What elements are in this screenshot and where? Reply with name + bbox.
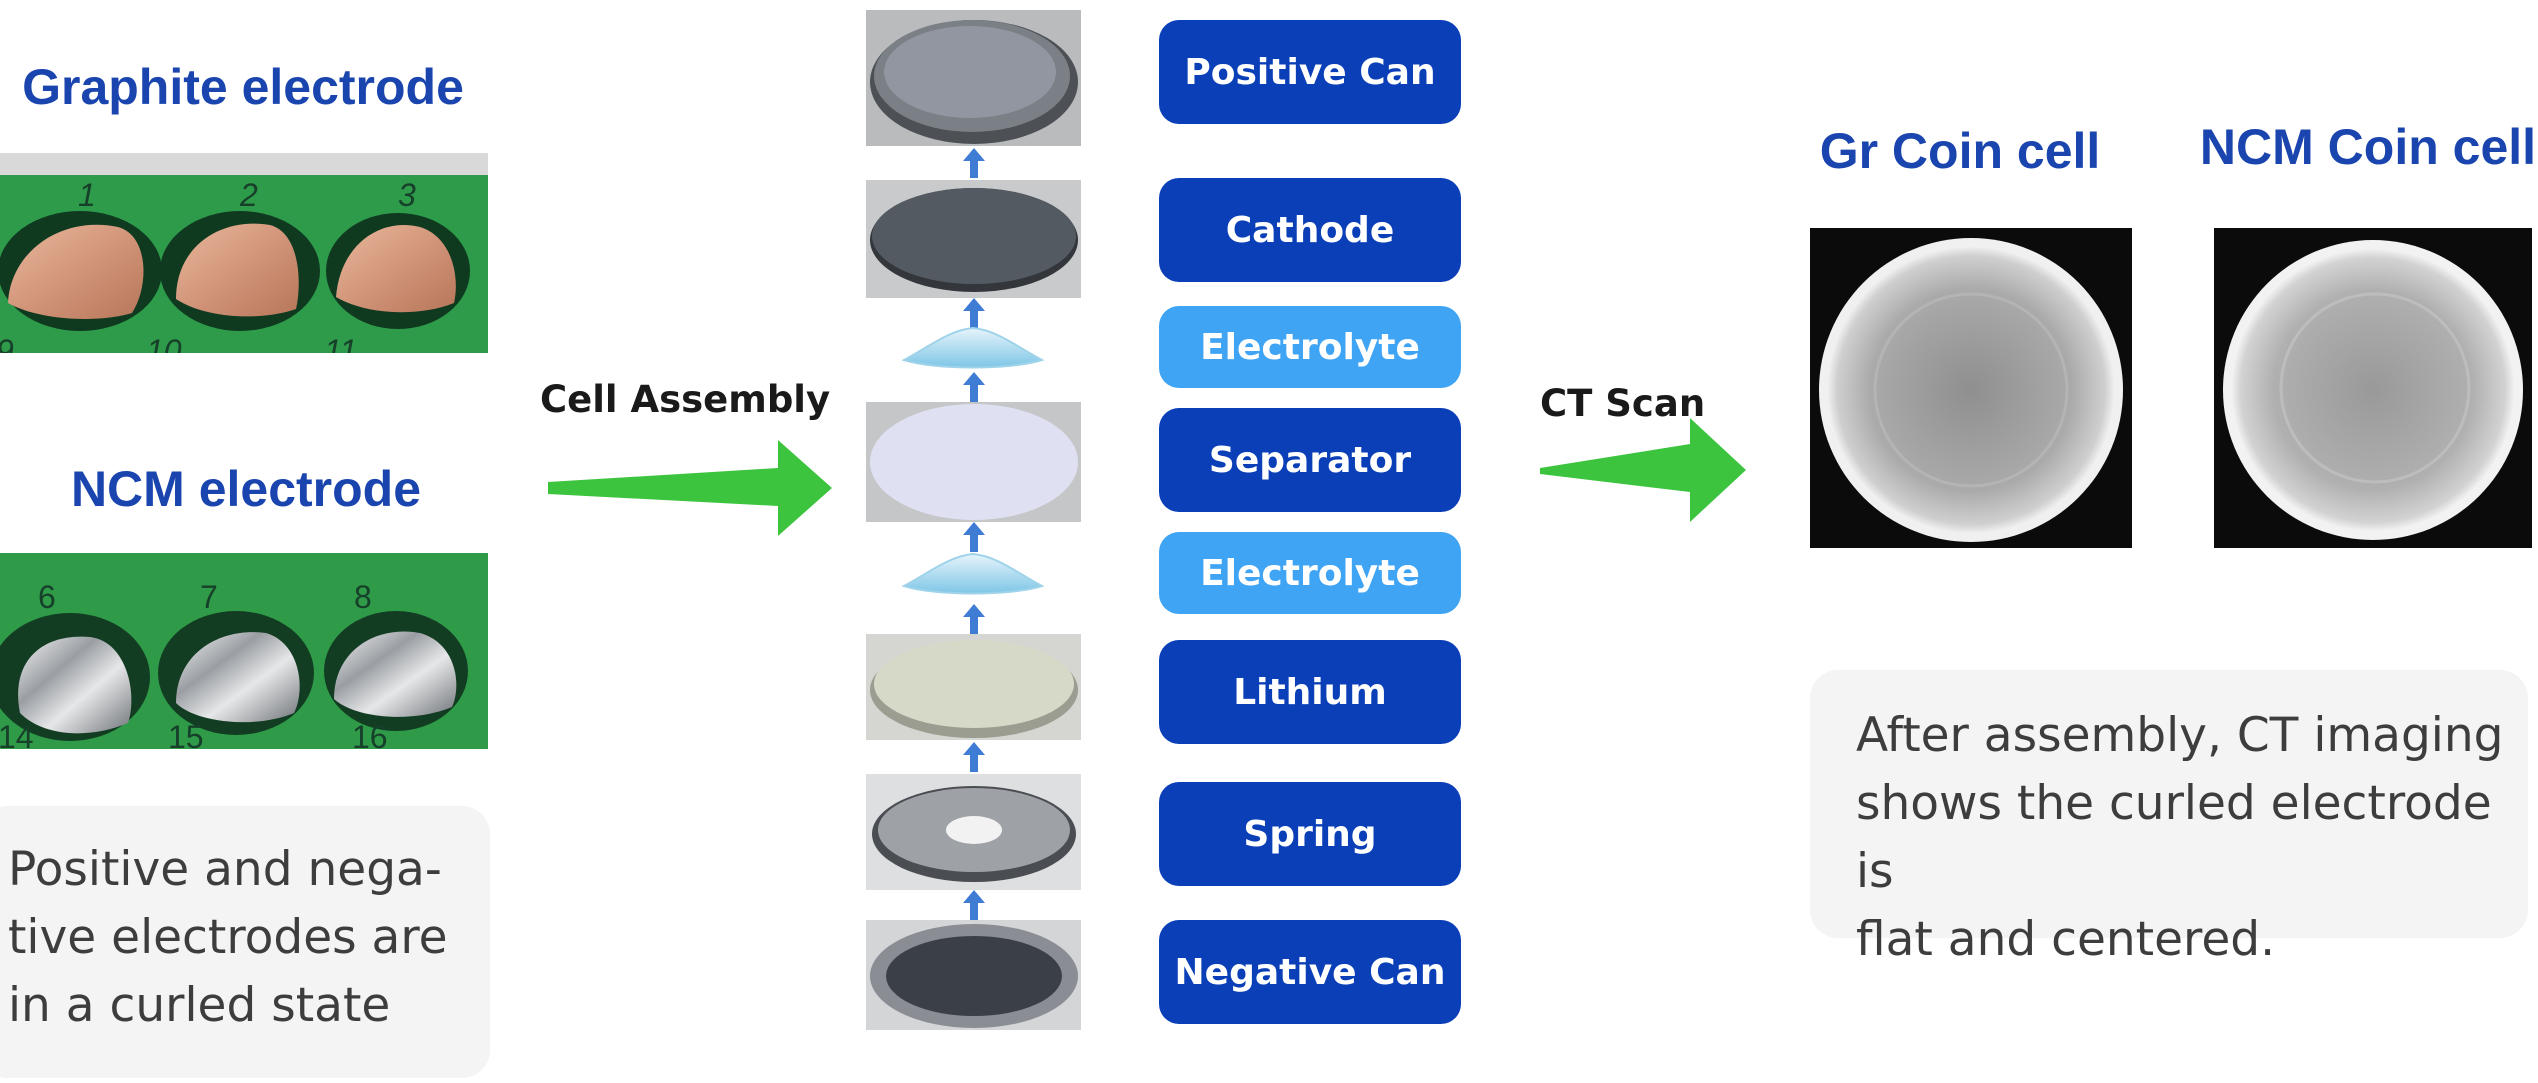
up-arrow-icon (963, 604, 985, 634)
left-note-line: Positive and nega- (8, 842, 442, 897)
up-arrow-icon (963, 522, 985, 552)
negative-can-photo (866, 920, 1081, 1030)
component-label-separator: Separator (1159, 408, 1461, 512)
ct-scan-arrow (1540, 418, 1746, 522)
tray-number: 3 (398, 177, 416, 213)
left-note-line: tive electrodes are (8, 910, 448, 965)
component-label-cathode: Cathode (1159, 178, 1461, 282)
right-note-line: flat and centered. (1856, 912, 2276, 967)
separator-photo (866, 402, 1081, 522)
tray-number: 10 (146, 333, 182, 353)
component-label-electrolyte: Electrolyte (1159, 532, 1461, 614)
component-label-electrolyte: Electrolyte (1159, 306, 1461, 388)
up-arrow-icon (963, 890, 985, 920)
ncm-tray-svg (0, 553, 488, 749)
gr-coin-cell-title: Gr Coin cell (1819, 123, 2101, 179)
tray-number: 1 (78, 177, 96, 213)
tray-number: 11 (324, 333, 358, 353)
gr-ct-scan-image (1810, 228, 2132, 548)
lithium-photo (866, 634, 1081, 740)
ncm-coin-cell-title: NCM Coin cell (2199, 119, 2537, 175)
cell-assembly-label: Cell Assembly (540, 378, 831, 421)
tray-number: 14 (0, 719, 34, 749)
up-arrow-icon (963, 742, 985, 772)
tray-number: 16 (352, 719, 388, 749)
right-note-line: After assembly, CT imaging (1856, 708, 2504, 763)
left-note-line: in a curled state (8, 978, 391, 1033)
graphite-tray-svg (0, 153, 488, 353)
ncm-electrode-photo: 6 7 8 14 15 16 (0, 553, 488, 749)
tray-number: 7 (200, 579, 218, 615)
tray-number: 2 (240, 177, 258, 213)
ncm-electrode-title: NCM electrode (70, 461, 422, 517)
right-note-box: After assembly, CT imaging shows the cur… (1810, 670, 2528, 967)
cell-assembly-arrow (548, 440, 832, 536)
component-label-spring: Spring (1159, 782, 1461, 886)
right-note-text: After assembly, CT imaging shows the cur… (1856, 702, 2528, 974)
component-label-lithium: Lithium (1159, 640, 1461, 744)
graphite-electrode-photo: 1 2 3 9 10 11 (0, 153, 488, 353)
electrolyte-drop-icon (901, 552, 1045, 595)
tray-number: 8 (354, 579, 372, 615)
up-arrow-icon (963, 372, 985, 402)
up-arrow-icon (963, 148, 985, 178)
graphite-electrode-title: Graphite electrode (22, 59, 464, 115)
component-label-negative-can: Negative Can (1159, 920, 1461, 1024)
left-note-text: Positive and nega- tive electrodes are i… (8, 836, 448, 1040)
tray-number: 15 (168, 719, 204, 749)
cathode-photo (866, 180, 1081, 298)
ct-scan-label: CT Scan (1540, 382, 1706, 425)
positive-can-photo (866, 10, 1081, 146)
electrolyte-drop-icon (901, 326, 1045, 369)
left-note-box: Positive and nega- tive electrodes are i… (0, 806, 490, 1078)
spring-photo (866, 774, 1081, 890)
tray-number: 9 (0, 333, 14, 353)
up-arrow-icon (963, 298, 985, 328)
tray-number: 6 (38, 579, 56, 615)
right-note-line: shows the curled electrode is (1856, 776, 2492, 899)
component-label-positive-can: Positive Can (1159, 20, 1461, 124)
ncm-ct-scan-image (2214, 228, 2532, 548)
